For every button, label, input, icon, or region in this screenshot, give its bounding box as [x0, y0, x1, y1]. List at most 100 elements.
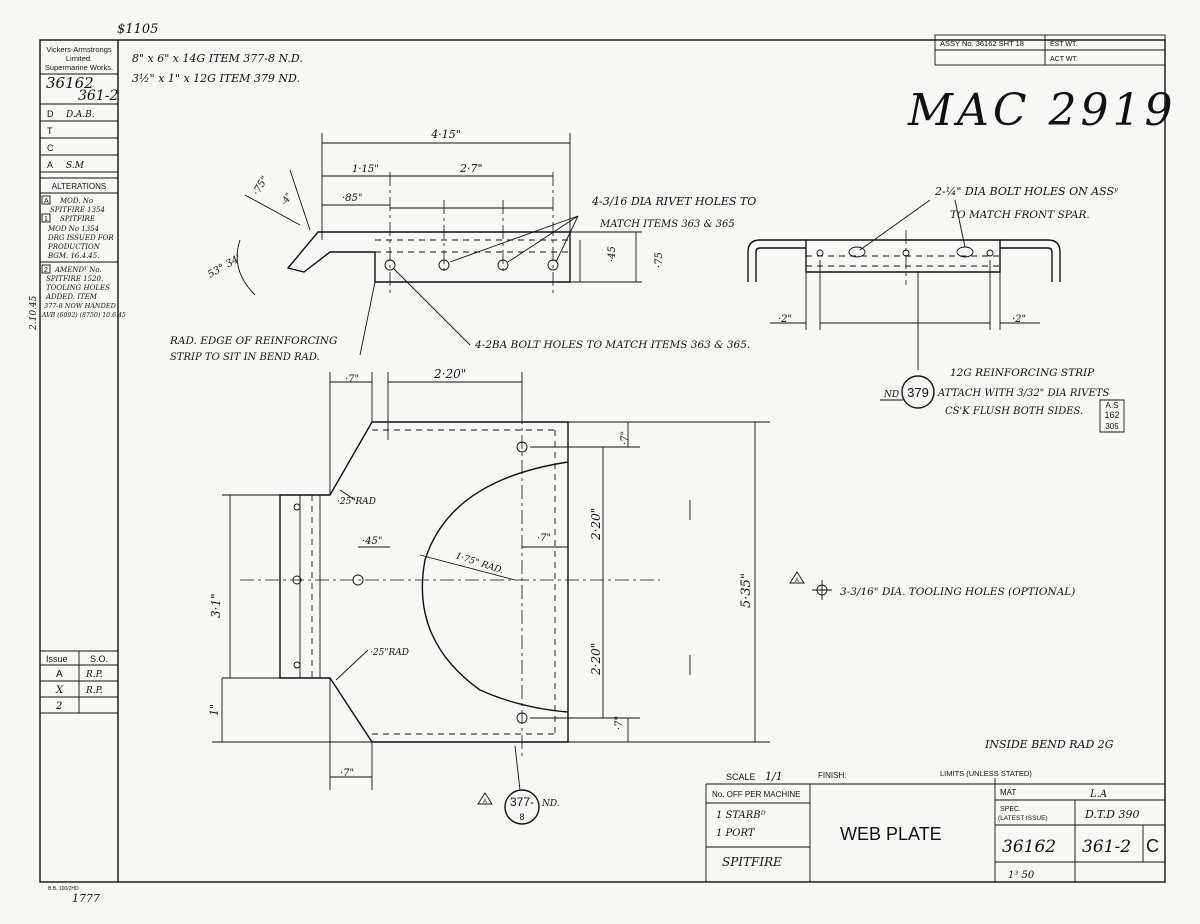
dim-1-15: 1·15"	[352, 164, 379, 175]
spec-label-2: (LATEST ISSUE)	[998, 815, 1048, 822]
dim-3-1: 3·1"	[209, 593, 223, 618]
dim-2-7: 2·7"	[459, 162, 483, 175]
alt-marker-2: 2	[44, 267, 48, 274]
issue-row-3: 2	[55, 701, 62, 712]
dim-07-bottom: ·7"	[340, 768, 354, 779]
note-rad-edge-1: RAD. EDGE OF REINFORCING	[169, 335, 337, 347]
dim-2-20-vertical-bottom: 2·20"	[589, 643, 603, 676]
dim-175-rad: 1·75" RAD.	[454, 551, 505, 576]
tooling-marker: A	[795, 578, 799, 584]
no-off-label: No. OFF PER MACHINE	[712, 790, 800, 799]
note-rivet-holes-2: MATCH ITEMS 363 & 365	[599, 219, 735, 230]
footer-small: B.B. 100/2HD	[48, 886, 79, 892]
title-bottom-note: 1³ 50	[1008, 870, 1035, 881]
note-reinforcing-1: 12G REINFORCING STRIP	[950, 367, 1095, 379]
act-weight-label: ACT WT.	[1050, 56, 1078, 63]
title-drawing-no: 36162	[1002, 837, 1056, 857]
alt-1-line-5: BGM. 16.4.45.	[47, 252, 99, 260]
as-ref-3: 305	[1105, 422, 1119, 431]
issue-header: Issue	[46, 654, 68, 664]
title-block: SCALE 1/1 FINISH: LIMITS (UNLESS STATED)…	[705, 769, 1165, 882]
material-value: L.A	[1089, 789, 1107, 800]
dim-045-b: ·45"	[362, 536, 383, 547]
alt-a-line-1: MOD. No	[59, 197, 93, 205]
scale-value: 1/1	[765, 770, 783, 783]
dim-angle: 53° 34'	[206, 253, 243, 281]
dim-2-20-horizontal: 2·20"	[433, 367, 466, 381]
balloon-377-top: 377-	[510, 795, 534, 809]
corner-note: $1105	[117, 22, 158, 37]
alt-side-note: 2.10.45	[29, 295, 39, 331]
alt-1-line-4: PRODUCTION	[47, 243, 101, 251]
dim-075a: ·75"	[251, 174, 271, 197]
note-tooling-holes: 3-3/16" DIA. TOOLING HOLES (OPTIONAL)	[840, 586, 1075, 598]
nd-label: ND	[883, 390, 899, 400]
row-letter-d: D	[47, 109, 54, 119]
material-note-2: 3½" x 1" x 12G ITEM 379 ND.	[132, 72, 300, 85]
material-label: MAT	[1000, 788, 1016, 797]
issue-letter: C	[1146, 836, 1159, 856]
dim-4-15: 4·15"	[430, 128, 461, 141]
drawing-title: WEB PLATE	[840, 824, 942, 844]
issue-row-1: A	[56, 669, 63, 680]
note-rad-edge-2: STRIP TO SIT IN BEND RAD.	[170, 352, 320, 363]
dim-07-right-top: ·7"	[620, 431, 631, 445]
dim-02-right: ·2"	[1012, 314, 1026, 325]
issue-row-2: X	[55, 685, 64, 696]
alt-2-line-3: TOOLING HOLES	[46, 284, 110, 292]
balloon-377-circle	[504, 789, 540, 825]
as-ref-1: A.S	[1106, 401, 1119, 410]
balloon-379-circle	[901, 375, 935, 409]
company-line-1: Vickers-Armstrongs	[46, 45, 112, 54]
issue-table: Issue S.O. A R.P. X R.P. 2	[40, 650, 118, 714]
handwritten-reference: MAC 2919	[907, 85, 1176, 136]
limits-label: LIMITS (UNLESS STATED)	[940, 769, 1032, 778]
dim-1: 1"	[208, 704, 221, 716]
alt-1-line-2: MOD No 1354	[47, 225, 99, 233]
dim-075b: ·75	[654, 252, 665, 268]
dim-085: ·85"	[342, 193, 363, 204]
so-header: S.O.	[90, 654, 108, 664]
note-reinforcing-2: ATTACH WITH 3/32" DIA RIVETS	[937, 388, 1109, 399]
row-letter-c: C	[47, 143, 54, 153]
alt-a-line-2: SPITFIRE 1354	[50, 206, 105, 214]
note-rivet-holes-1: 4-3/16 DIA RIVET HOLES TO	[591, 195, 756, 208]
as-ref-2: 162	[1104, 410, 1119, 420]
footer-number: 1777	[72, 892, 100, 905]
row-value-a: S.M	[66, 161, 85, 171]
alt-2-line-6: AVB (6092) (8750) 10.6.45	[41, 312, 126, 319]
web-plate-view	[212, 372, 770, 791]
alterations-title: ALTERATIONS	[52, 182, 106, 191]
dim-04: ·4"	[280, 191, 295, 207]
company-line-3: Supermarine Works.	[45, 63, 113, 72]
material-note-1: 8" x 6" x 14G ITEM 377-8 N.D.	[132, 52, 303, 65]
header-drawing-no: 36162	[46, 74, 94, 92]
company-line-2: Limited.	[66, 54, 92, 63]
note-bolt-holes-quarter-1: 2-¼" DIA BOLT HOLES ON ASSʸ	[934, 185, 1118, 198]
scale-label: SCALE	[726, 772, 756, 782]
title-part-no: 361-2	[1082, 837, 1131, 857]
alt-2-line-4: ADDED. ITEM	[45, 293, 98, 301]
spec-label-1: SPEC.	[1000, 806, 1021, 813]
alt-2-line-5: 377-8 NOW HANDED	[44, 302, 117, 310]
finish-label: FINISH:	[818, 771, 846, 780]
alt-1-line-1: SPITFIRE	[60, 215, 95, 223]
note-bolt-holes-2ba: 4-2BA BOLT HOLES TO MATCH ITEMS 363 & 36…	[474, 339, 750, 351]
dim-5-35: 5·35"	[739, 573, 754, 608]
note-reinforcing-3: CS'K FLUSH BOTH SIDES.	[945, 406, 1083, 417]
nd-377: ND.	[541, 799, 560, 809]
dim-07-right-bottom: ·7"	[614, 716, 625, 730]
dim-07-top: ·7"	[345, 374, 359, 385]
flange-view	[236, 133, 642, 356]
no-off-starboard: 1 STARBᴰ	[716, 810, 766, 821]
alt-2-line-1: AMENDᵀ No.	[54, 266, 102, 274]
header-box: Vickers-Armstrongs Limited. Supermarine …	[40, 45, 118, 173]
row-value-d: D.A.B.	[65, 110, 95, 120]
alt-marker-1: 1	[44, 216, 48, 223]
weight-box: ASSY No. 36162 SHT 18 EST WT. ACT WT.	[934, 34, 1166, 66]
balloon-377-marker-triangle	[477, 792, 493, 805]
header-sheet-no: 361-2	[78, 88, 118, 104]
alt-2-line-2: SPITFIRE 1520.	[46, 275, 103, 283]
